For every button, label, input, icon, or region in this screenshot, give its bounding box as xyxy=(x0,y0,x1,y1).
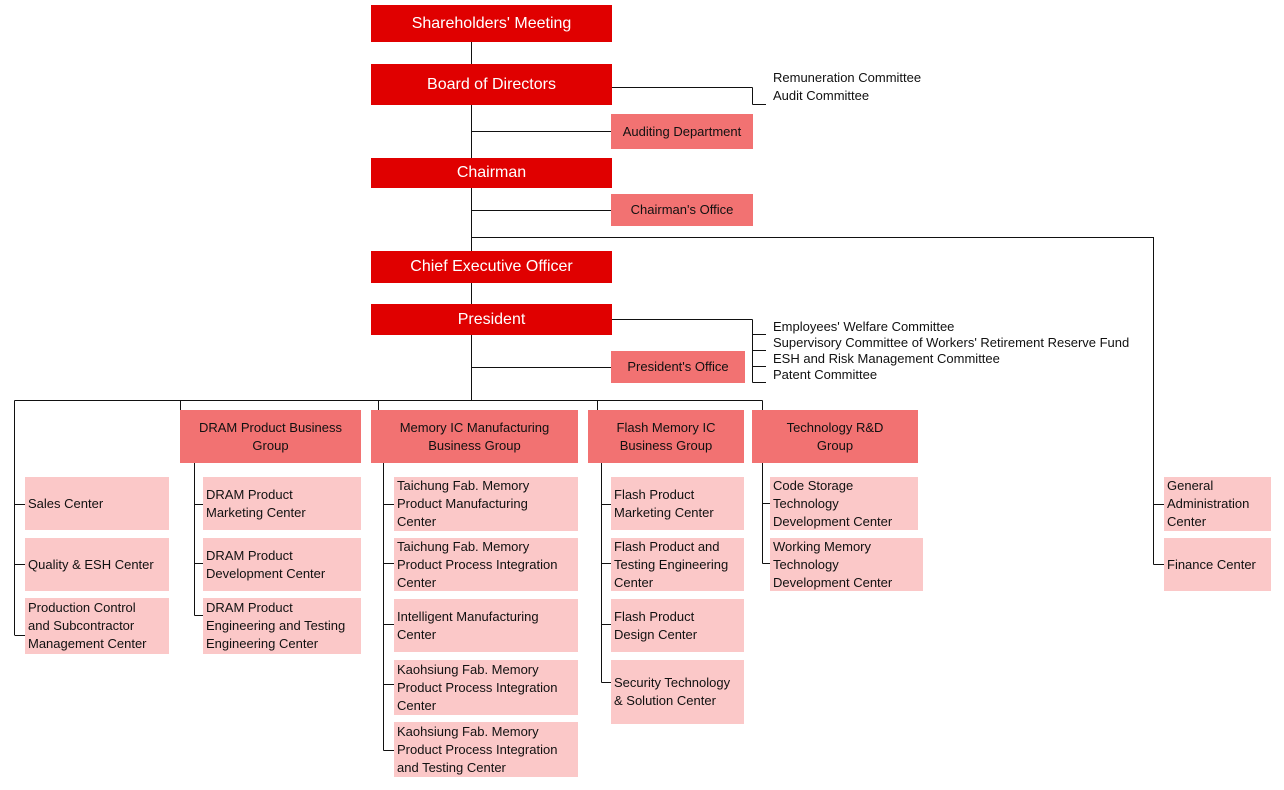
memory-ic-column-line xyxy=(383,463,394,751)
chairman-box: Chairman xyxy=(371,158,612,188)
code-storage-center-box: Code Storage Technology Development Cent… xyxy=(770,477,918,530)
tech-column-line xyxy=(762,463,770,564)
board-committee-line xyxy=(611,87,766,105)
retirement-fund-committee-label: Supervisory Committee of Workers' Retire… xyxy=(773,335,1130,350)
kaohsiung-process-integration-testing-center-box: Kaohsiung Fab. Memory Product Process In… xyxy=(394,722,578,777)
tech-rd-group-box: Technology R&D Group xyxy=(752,410,918,463)
group-bus-line xyxy=(14,400,763,636)
dram-business-group-box: DRAM Product Business Group xyxy=(180,410,361,463)
president-box: President xyxy=(371,304,612,335)
flash-testing-engineering-center-box: Flash Product and Testing Engineering Ce… xyxy=(611,538,744,591)
patent-committee-label: Patent Committee xyxy=(773,367,878,382)
presidents-office-box: President's Office xyxy=(611,351,745,383)
shareholders-meeting-box: Shareholders' Meeting xyxy=(371,5,612,42)
taichung-process-integration-center-box: Taichung Fab. Memory Product Process Int… xyxy=(394,538,578,591)
flash-marketing-center-box: Flash Product Marketing Center xyxy=(611,477,744,530)
quality-esh-center-box: Quality & ESH Center xyxy=(25,538,169,591)
board-of-directors-box: Board of Directors xyxy=(371,64,612,105)
auditing-department-box: Auditing Department xyxy=(611,114,753,149)
dram-engineering-testing-center-box: DRAM Product Engineering and Testing Eng… xyxy=(203,598,361,654)
dram-marketing-center-box: DRAM Product Marketing Center xyxy=(203,477,361,530)
working-memory-center-box: Working Memory Technology Development Ce… xyxy=(770,538,923,591)
memory-ic-business-group-box: Memory IC Manufacturing Business Group xyxy=(371,410,578,463)
general-administration-center-box: General Administration Center xyxy=(1164,477,1271,531)
security-technology-center-box: Security Technology & Solution Center xyxy=(611,660,744,724)
flash-design-center-box: Flash Product Design Center xyxy=(611,599,744,652)
president-committee-line xyxy=(611,319,766,383)
finance-center-box: Finance Center xyxy=(1164,538,1271,591)
dram-development-center-box: DRAM Product Development Center xyxy=(203,538,361,591)
dram-column-line xyxy=(194,463,204,616)
esh-risk-committee-label: ESH and Risk Management Committee xyxy=(773,351,1000,366)
flash-business-group-box: Flash Memory IC Business Group xyxy=(588,410,744,463)
taichung-manufacturing-center-box: Taichung Fab. Memory Product Manufacturi… xyxy=(394,477,578,531)
right-branch-line xyxy=(471,237,1164,565)
intelligent-manufacturing-center-box: Intelligent Manufacturing Center xyxy=(394,599,578,652)
ceo-box: Chief Executive Officer xyxy=(371,251,612,283)
flash-column-line xyxy=(601,463,611,683)
chairmans-office-box: Chairman's Office xyxy=(611,194,753,226)
remuneration-committee-label: Remuneration Committee xyxy=(773,70,922,85)
production-control-center-box: Production Control and Subcontractor Man… xyxy=(25,598,169,654)
audit-committee-label: Audit Committee xyxy=(773,88,870,103)
sales-center-box: Sales Center xyxy=(25,477,169,530)
welfare-committee-label: Employees' Welfare Committee xyxy=(773,319,955,334)
kaohsiung-process-integration-center-box: Kaohsiung Fab. Memory Product Process In… xyxy=(394,660,578,715)
